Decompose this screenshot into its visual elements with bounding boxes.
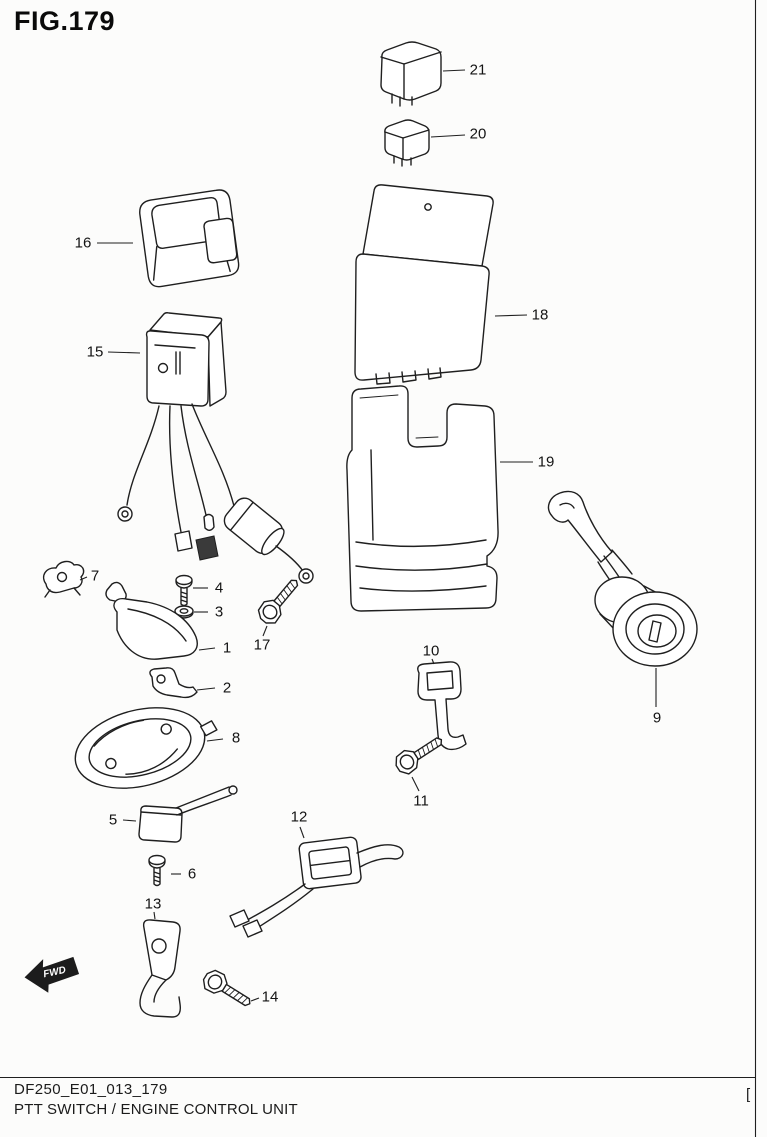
callout-9: 9 — [652, 709, 662, 727]
part-drawing-2-pad — [149, 667, 198, 699]
part-drawing-8-housing — [74, 707, 218, 789]
fwd-arrow-icon: FWD — [24, 956, 80, 993]
leader-line-21 — [442, 69, 466, 72]
part-drawing-10-clamp — [417, 661, 467, 751]
page-bracket: [ — [746, 1086, 751, 1103]
part-drawing-19-cover — [346, 385, 499, 612]
callout-12: 12 — [290, 808, 308, 826]
leader-line-7 — [79, 576, 88, 581]
leader-line-18 — [494, 314, 528, 317]
callout-6: 6 — [187, 865, 197, 883]
callout-14: 14 — [261, 988, 279, 1006]
leader-line-11 — [411, 776, 420, 792]
part-drawing-3-washer — [174, 605, 194, 619]
callout-11: 11 — [413, 792, 429, 810]
part-drawing-1-ptt-switch — [105, 581, 198, 660]
figure-title: FIG.179 — [14, 6, 116, 36]
part-drawing-6-screw — [148, 854, 166, 887]
leader-line-13 — [153, 911, 156, 920]
figure-code: DF250_E01_013_179 — [14, 1081, 168, 1098]
callout-4: 4 — [214, 579, 224, 597]
callout-3: 3 — [214, 603, 224, 621]
callout-15: 15 — [86, 343, 104, 361]
callout-7: 7 — [90, 567, 100, 585]
callout-13: 13 — [144, 895, 162, 913]
part-drawing-14-bolt — [199, 966, 257, 1014]
leader-line-10 — [431, 658, 435, 665]
leader-line-5 — [122, 819, 137, 822]
leader-line-20 — [430, 134, 466, 138]
part-drawing-12-switch-assy — [229, 836, 404, 938]
leader-line-8 — [206, 738, 224, 742]
part-drawing-21-relay — [380, 41, 442, 107]
callout-21: 21 — [469, 61, 487, 79]
callout-5: 5 — [108, 811, 118, 829]
leader-line-12 — [299, 826, 305, 839]
part-drawing-13-bracket — [139, 919, 181, 1018]
callout-2: 2 — [222, 679, 232, 697]
part-drawing-20-relay — [384, 119, 430, 167]
callout-16: 16 — [74, 234, 92, 252]
part-drawing-18-ecu — [354, 184, 494, 385]
callout-1: 1 — [222, 639, 232, 657]
part-drawing-16-boot — [139, 189, 240, 288]
part-drawing-17-bolt — [253, 572, 306, 629]
leader-line-14 — [250, 997, 260, 1002]
callout-17: 17 — [253, 636, 271, 654]
leader-line-17 — [262, 625, 268, 637]
part-drawing-5-switch — [138, 785, 238, 843]
leader-line-15 — [107, 351, 141, 354]
callout-10: 10 — [422, 642, 440, 660]
fwd-label: FWD — [42, 965, 67, 980]
part-drawing-9-key-switch — [547, 490, 698, 667]
part-drawing-4-screw — [175, 574, 193, 607]
callout-19: 19 — [537, 453, 555, 471]
callout-20: 20 — [469, 125, 487, 143]
callout-8: 8 — [231, 729, 241, 747]
leader-line-2 — [196, 687, 216, 691]
callout-18: 18 — [531, 306, 549, 324]
figure-caption: PTT SWITCH / ENGINE CONTROL UNIT — [14, 1101, 298, 1118]
leader-line-1 — [198, 647, 216, 651]
part-drawing-15-relay-assy — [117, 312, 314, 584]
part-drawing-7-clamp — [42, 560, 85, 598]
